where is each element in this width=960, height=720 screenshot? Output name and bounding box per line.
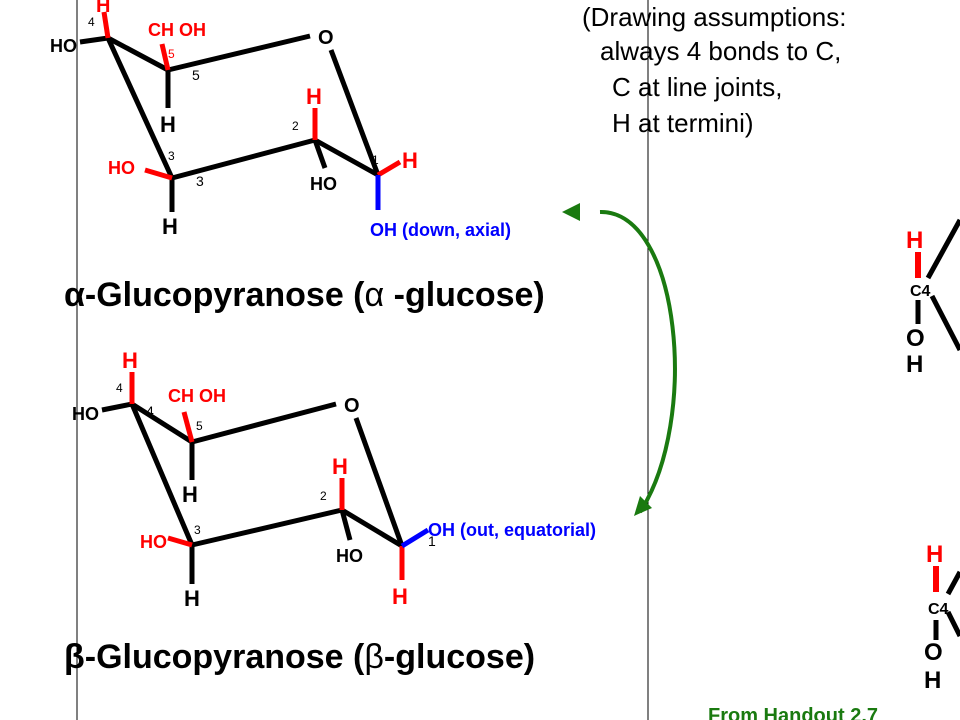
alpha-num-c4: 4 [88, 15, 95, 29]
right-top-o: O [906, 325, 925, 352]
alpha-h-c4-top: H [96, 0, 110, 17]
assumptions-line-3: C at line joints, [612, 72, 783, 102]
beta-oh-c1: OH (out, equatorial) [428, 520, 596, 540]
beta-ho-c4: HO [72, 404, 99, 424]
alpha-num-c3: 3 [168, 149, 175, 163]
alpha-oh-c1: OH (down, axial) [370, 220, 511, 240]
beta-num-c5: 5 [196, 419, 203, 433]
assumptions-line-4: H at termini) [612, 108, 754, 138]
alpha-title: α-Glucopyranose (α -glucose) [64, 276, 545, 314]
alpha-num-c2: 2 [292, 119, 299, 133]
right-top-h2: H [906, 351, 923, 378]
beta-h-c3-bottom: H [184, 586, 200, 611]
beta-ring-o: O [344, 395, 360, 417]
right-bottom-h: H [926, 541, 943, 568]
alpha-h-c3-bottom: H [162, 214, 178, 239]
right-bottom-h2: H [924, 667, 941, 694]
beta-glucose-structure: H 4 4 HO CH OH 5 O H HO 3 H 2 H HO 1 OH … [64, 348, 596, 676]
alpha-h-c1: H [402, 148, 418, 173]
beta-h-c4-top: H [122, 348, 138, 373]
alpha-ho-c4: HO [50, 36, 77, 56]
alpha-h-c2-top: H [306, 84, 322, 109]
alpha-num-c5-black: 5 [192, 67, 200, 83]
beta-num-c4-black: 4 [146, 403, 154, 419]
alpha-ring-o: O [318, 27, 334, 49]
beta-num-c1: 1 [428, 533, 436, 549]
alpha-num-c5: 5 [168, 47, 175, 61]
beta-h-c5-bottom: H [182, 482, 198, 507]
beta-num-c2: 2 [320, 489, 327, 503]
arrowhead-top [562, 203, 580, 221]
alpha-ho-c2: HO [310, 174, 337, 194]
beta-num-c3: 3 [194, 523, 201, 537]
assumptions-line-1: (Drawing assumptions: [582, 2, 846, 32]
right-top-h: H [906, 227, 923, 254]
beta-ch2oh: CH OH [168, 386, 226, 406]
alpha-glucose-structure: HO 4 H CH OH 5 5 O H HO 3 3 H 2 H HO 1 H… [50, 0, 545, 314]
beta-num-c4: 4 [116, 381, 123, 395]
drawing-assumptions-note: (Drawing assumptions: always 4 bonds to … [582, 2, 846, 138]
beta-h-c2-top: H [332, 454, 348, 479]
beta-ho-c2: HO [336, 546, 363, 566]
alpha-num-c3-black: 3 [196, 173, 204, 189]
right-fragment-top: H C4 O H [906, 218, 960, 378]
beta-h-c1-bottom: H [392, 584, 408, 609]
arrowhead-bottom [634, 496, 652, 516]
beta-ho-c3: HO [140, 532, 167, 552]
right-bottom-c4: C4 [928, 601, 949, 618]
alpha-ho-c3: HO [108, 158, 135, 178]
alpha-num-c1: 1 [372, 153, 379, 167]
alpha-ch2oh: CH OH [148, 20, 206, 40]
beta-title: β-Glucopyranose (β-glucose) [64, 638, 535, 676]
right-bottom-o: O [924, 639, 943, 666]
alpha-beta-interconversion-arrow [599, 209, 677, 514]
alpha-h-c5-bottom: H [160, 112, 176, 137]
assumptions-line-2: always 4 bonds to C, [600, 36, 841, 66]
right-top-c4: C4 [910, 283, 931, 300]
footer-source: From Handout 2.7 [708, 705, 878, 720]
right-fragment-bottom: H C4 O H [924, 541, 960, 694]
